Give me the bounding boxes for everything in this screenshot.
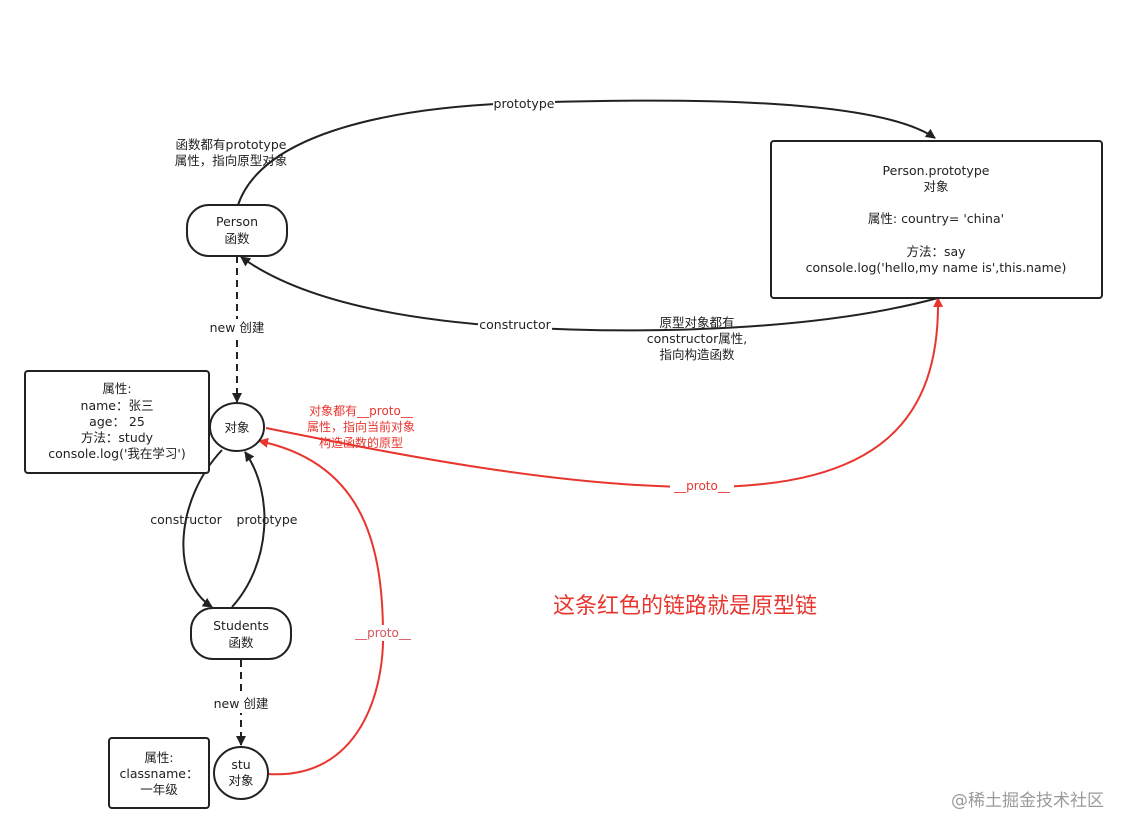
note-proto-line1: 原型对象都有	[659, 315, 734, 330]
person-node	[186, 204, 288, 257]
students-node	[190, 607, 292, 660]
note-func-line2: 属性，指向原型对象	[175, 153, 288, 168]
edge-prototype-left	[231, 451, 266, 608]
stu-props-grade: 一年级	[140, 782, 178, 797]
object-props-name: name：张三	[81, 398, 154, 413]
watermark: @稀土掘金技术社区	[951, 791, 1104, 811]
label-constructor-left: constructor	[150, 512, 222, 527]
person-type: 函数	[224, 231, 250, 246]
note-obj-line1: 对象都有__proto__	[309, 404, 414, 418]
prototype-chain-caption: 这条红色的链路就是原型链	[553, 594, 817, 619]
object-props-method-body: console.log('我在学习')	[48, 446, 185, 461]
note-obj-line2: 属性，指向当前对象	[307, 419, 415, 434]
label-prototype-top: prototype	[494, 96, 555, 111]
prototype-method-body: console.log('hello,my name is',this.name…	[806, 260, 1067, 275]
stu-node	[213, 746, 269, 800]
note-proto-line2: constructor属性,	[647, 331, 747, 346]
object-props-age: age： 25	[89, 414, 145, 429]
object-props-box	[24, 370, 210, 474]
object-props-heading: 属性:	[102, 381, 131, 396]
object-label: 对象	[224, 420, 249, 435]
label-new-create-2: new 创建	[214, 696, 269, 711]
note-obj-line3: 构造函数的原型	[319, 435, 403, 450]
edge-proto-stu	[258, 437, 385, 776]
label-constructor-mid: constructor	[479, 317, 551, 332]
label-prototype-left: prototype	[237, 512, 298, 527]
object-props-method: 方法：study	[81, 430, 154, 445]
students-name: Students	[213, 618, 269, 633]
label-proto-stu: __proto__	[354, 626, 412, 640]
prototype-type: 对象	[923, 179, 948, 194]
note-proto-line3: 指向构造函数	[659, 347, 735, 362]
prototype-title: Person.prototype	[883, 163, 990, 178]
prototype-method: 方法：say	[906, 244, 966, 259]
stu-props-box	[108, 737, 210, 809]
stu-type: 对象	[228, 773, 253, 788]
students-type: 函数	[228, 635, 254, 650]
stu-props-heading: 属性:	[144, 750, 173, 765]
stu-name: stu	[231, 757, 250, 772]
person-prototype-box	[770, 140, 1103, 299]
note-func-line1: 函数都有prototype	[176, 137, 287, 152]
label-proto-right: __proto__	[673, 479, 731, 493]
edge-proto-right	[265, 297, 944, 489]
stu-props-classname: classname：	[120, 766, 199, 781]
label-new-create-1: new 创建	[210, 320, 265, 335]
prototype-property: 属性: country= 'china'	[868, 211, 1004, 226]
person-name: Person	[216, 214, 258, 229]
